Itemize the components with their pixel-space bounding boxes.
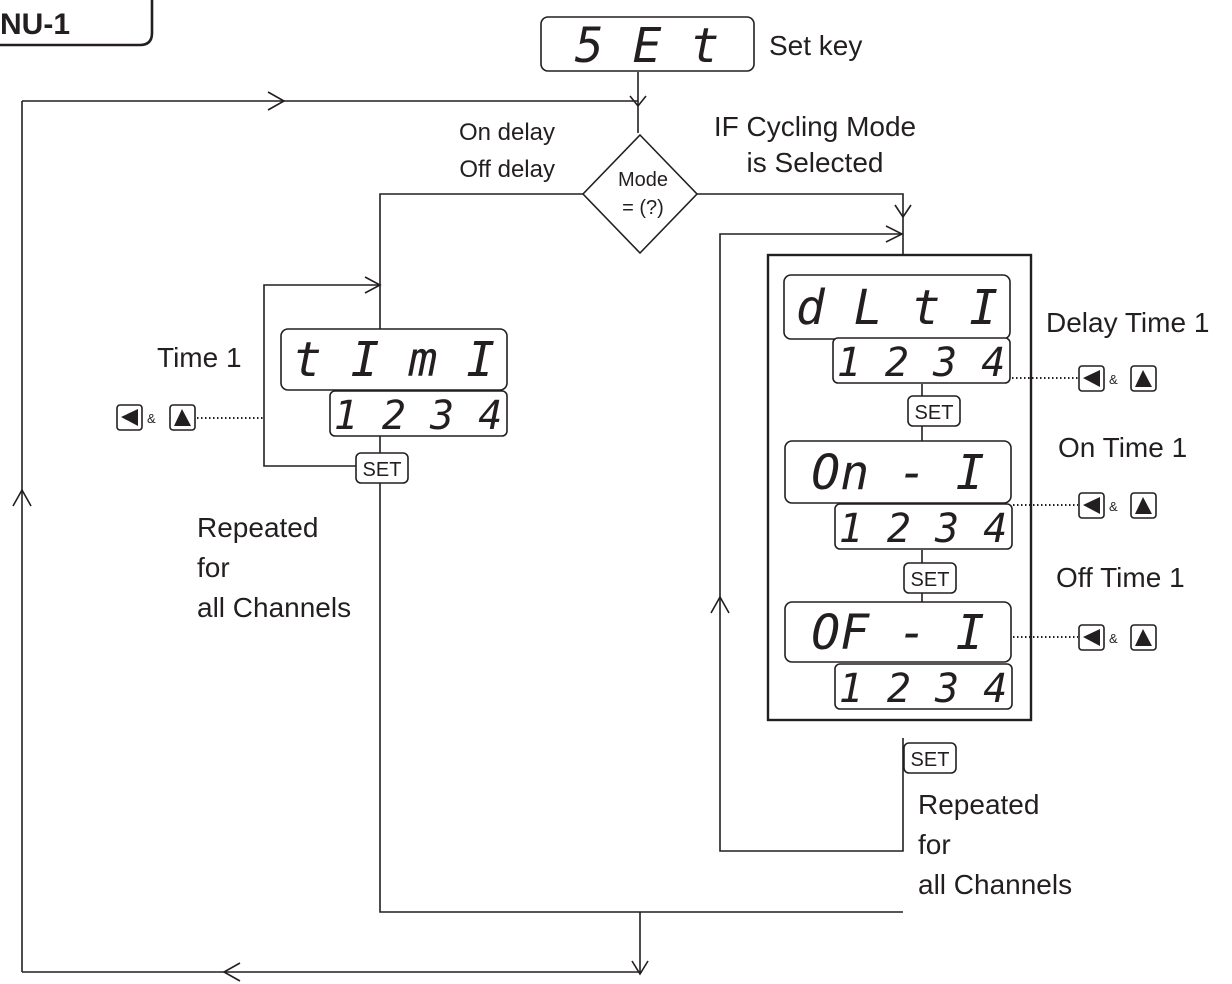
right-branch-line (697, 193, 904, 255)
left-arrow-glyph (1083, 370, 1100, 387)
set-button-1 (907, 395, 961, 427)
time1-label: Time 1 (157, 342, 242, 373)
on-time-label: On Time 1 (1058, 432, 1187, 463)
mode-decision-diamond (581, 133, 699, 255)
set-button-2-label: SET (911, 569, 950, 591)
set-button-1-label: SET (915, 402, 954, 424)
decision-line1: Mode (618, 169, 668, 191)
repeated-right-3: all Channels (918, 869, 1072, 900)
arrow-left-up (12, 488, 32, 507)
amp-sign: & (147, 411, 156, 426)
delay-time-param-text: d L t I (796, 280, 998, 336)
up-arrow-glyph (174, 409, 191, 426)
off-time-param-display (784, 601, 1012, 663)
left-branch-line (379, 193, 903, 913)
amp-sign: & (1109, 499, 1118, 514)
time1-value-display (329, 390, 508, 437)
amp-sign: & (1109, 631, 1118, 646)
on-time-param-text: On - I (811, 445, 984, 501)
arrow-into-time1 (364, 276, 382, 294)
on-time-param-display (784, 440, 1012, 504)
time1-param-text: t I m I (293, 332, 495, 388)
off-time-value-text: 1 2 3 4 (839, 666, 1008, 712)
left-arrow-glyph (121, 409, 138, 426)
repeated-left-2: for (197, 552, 230, 583)
arrow-into-decision (629, 95, 647, 108)
repeated-right-1: Repeated (918, 789, 1039, 820)
right-branch-label-2: is Selected (747, 147, 884, 178)
repeated-left-1: Repeated (197, 512, 318, 543)
right-branch-label-1: IF Cycling Mode (714, 111, 916, 142)
delay-time-value-text: 1 2 3 4 (837, 340, 1006, 386)
set-button-time1-label: SET (363, 459, 402, 481)
set-button-3-label: SET (911, 749, 950, 771)
delay-time-value-display (832, 337, 1011, 384)
up-arrow-glyph (1135, 629, 1152, 646)
on-time-value-display (834, 503, 1013, 550)
set-button-2 (903, 562, 957, 594)
time1-param-display (280, 328, 508, 391)
set-button-time1 (355, 452, 409, 484)
arrow-bottom-down (631, 960, 649, 976)
left-arrow-glyph (1083, 497, 1100, 514)
arrow-top-right (267, 91, 286, 111)
decision-line2: = (?) (622, 197, 664, 219)
repeated-left-3: all Channels (197, 592, 351, 623)
time1-value-text: 1 2 3 4 (334, 393, 503, 439)
set-display (540, 16, 755, 72)
off-time-value-display (834, 663, 1013, 710)
set-key-label: Set key (769, 30, 862, 61)
arrow-cycle-up (710, 595, 730, 614)
up-arrow-glyph (1135, 497, 1152, 514)
left-branch-label-1: On delay (459, 119, 555, 146)
repeated-right-2: for (918, 829, 951, 860)
off-time-label: Off Time 1 (1056, 562, 1185, 593)
arrow-cycle-right (885, 225, 904, 243)
up-arrow-glyph (1135, 370, 1152, 387)
left-branch-label-2: Off delay (459, 156, 555, 183)
menu-tab-label: NU-1 (0, 8, 70, 41)
delay-time-label: Delay Time 1 (1046, 307, 1209, 338)
arrow-bottom-left (222, 962, 241, 982)
arrow-right-down (894, 204, 912, 219)
set-button-3 (903, 742, 957, 774)
amp-sign: & (1109, 372, 1118, 387)
left-arrow-glyph (1083, 629, 1100, 646)
set-display-text: 5 E t (575, 18, 720, 74)
on-time-value-text: 1 2 3 4 (839, 506, 1008, 552)
menu-tab-frame (0, 0, 154, 47)
time1-loop-line (263, 284, 380, 467)
cycle-loop-line (719, 233, 904, 852)
off-time-param-text: OF - I (811, 605, 984, 661)
